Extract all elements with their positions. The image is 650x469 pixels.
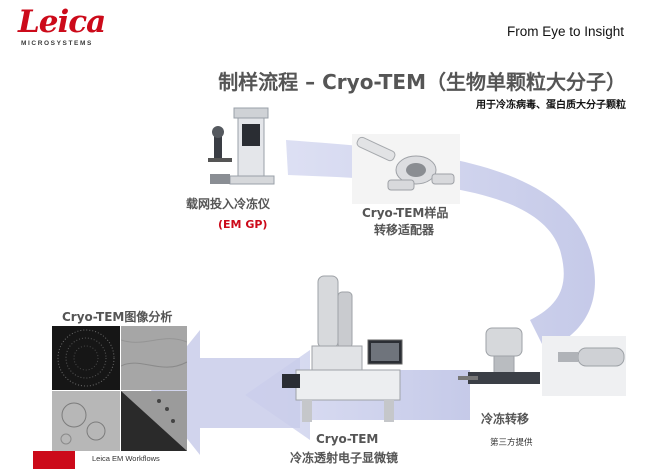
analysis-image-grid-overview [52, 326, 120, 390]
step-plunge-label: 载网投入冷冻仪 [186, 197, 271, 211]
footer-brand-bar [33, 451, 75, 469]
tagline: From Eye to Insight [506, 24, 624, 39]
step-adapter-label-line1: Cryo-TEM样品 [362, 206, 449, 220]
analysis-image-ice-hole [121, 326, 187, 390]
step-microscope-label-line1: Cryo-TEM [316, 432, 379, 446]
slide-subtitle: 用于冷冻病毒、蛋白质大分子颗粒 [476, 100, 626, 111]
transfer-adapter-image [352, 134, 460, 204]
slide-title: 制样流程 – Cryo-TEM（生物单颗粒大分子） [218, 70, 626, 94]
leica-logo-subtext: MICROSYSTEMS [21, 40, 93, 47]
analysis-image-particles-1 [52, 391, 120, 451]
arrow-path [286, 140, 595, 350]
plunge-freezer-image [208, 107, 275, 185]
step-plunge-model: (EM GP) [218, 218, 268, 231]
step-transfer-note: 第三方提供 [490, 438, 533, 448]
footer-text: Leica EM Workflows [92, 454, 160, 463]
cryo-transfer-image [458, 327, 626, 396]
cryo-tem-microscope-image [282, 275, 403, 422]
step-adapter-label-line2: 转移适配器 [374, 223, 435, 237]
step-microscope-label-line2: 冷冻透射电子显微镜 [290, 451, 399, 465]
analysis-image-particles-2 [121, 391, 187, 451]
step-analysis-label: Cryo-TEM图像分析 [62, 310, 173, 324]
step-transfer-label: 冷冻转移 [481, 412, 530, 426]
arrow-head-left [150, 330, 300, 455]
leica-logo: Leica [18, 4, 106, 40]
